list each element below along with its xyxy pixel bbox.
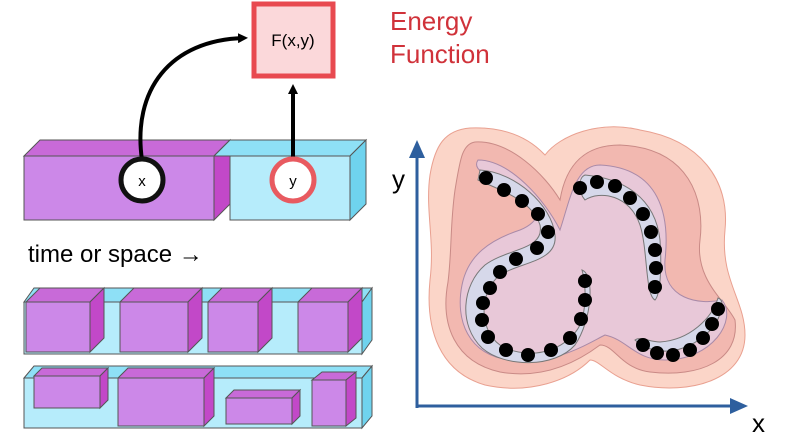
data-point: [521, 348, 535, 362]
y-axis-arrowhead: [409, 140, 425, 158]
purple-block-1a: [24, 286, 106, 354]
data-point: [696, 331, 710, 345]
contour-core-b: [579, 174, 662, 301]
plot-axes: y x: [392, 140, 765, 438]
data-point: [573, 181, 587, 195]
data-point: [497, 183, 511, 197]
energy-contour-map: [428, 126, 746, 389]
purple-block-2b: [116, 366, 216, 428]
data-point: [476, 296, 490, 310]
y-node-label: y: [289, 173, 297, 190]
energy-function-box: F(x,y): [251, 1, 336, 79]
data-point: [574, 312, 588, 326]
purple-block-2c: [224, 388, 302, 426]
data-point: [608, 179, 622, 193]
purple-block-2d: [310, 370, 358, 428]
data-point: [481, 330, 495, 344]
y-axis-label: y: [392, 164, 405, 194]
data-point: [644, 225, 658, 239]
data-point: [590, 175, 604, 189]
sequence-bar-cyan-side: [349, 138, 367, 222]
data-point: [636, 338, 650, 352]
data-point: [650, 346, 664, 360]
data-point: [648, 280, 662, 294]
data-point: [578, 293, 592, 307]
sequence-bar-purple-front: [23, 155, 215, 221]
data-point: [475, 313, 489, 327]
data-point: [578, 274, 592, 288]
arrow-x-to-energy: [138, 33, 248, 161]
x-axis-arrowhead: [730, 398, 748, 414]
data-point: [531, 207, 545, 221]
energy-caption-line1: Energy: [390, 6, 472, 36]
sequence-bar-cyan-top: [212, 139, 368, 157]
purple-block-1d: [296, 286, 364, 354]
sequence-bar-purple-top: [22, 139, 232, 157]
time-or-space-caption: time or space →: [28, 241, 203, 268]
data-point: [515, 194, 529, 208]
purple-block-2a: [32, 366, 110, 410]
x-node: x: [118, 156, 166, 204]
data-point: [479, 171, 493, 185]
data-point: [711, 302, 725, 316]
data-point: [648, 243, 662, 257]
y-node: y: [269, 156, 317, 204]
contour-level-3: [459, 159, 728, 362]
data-point: [666, 348, 680, 362]
data-point: [623, 191, 637, 205]
contour-core-a: [465, 169, 591, 364]
data-point: [493, 265, 507, 279]
data-point: [530, 241, 544, 255]
energy-caption-line2: Function: [390, 39, 490, 69]
purple-block-1c: [206, 286, 274, 354]
data-point: [541, 225, 555, 239]
purple-block-1b: [118, 286, 204, 354]
data-point: [483, 281, 497, 295]
energy-function-label: F(x,y): [271, 31, 314, 50]
data-point: [649, 261, 663, 275]
data-point: [544, 343, 558, 357]
data-point: [563, 331, 577, 345]
data-points: [475, 171, 725, 362]
data-point: [705, 317, 719, 331]
data-point: [509, 252, 523, 266]
x-axis-label: x: [752, 408, 765, 438]
data-point: [683, 343, 697, 357]
data-point: [499, 343, 513, 357]
x-node-label: x: [138, 173, 146, 190]
data-point: [636, 207, 650, 221]
